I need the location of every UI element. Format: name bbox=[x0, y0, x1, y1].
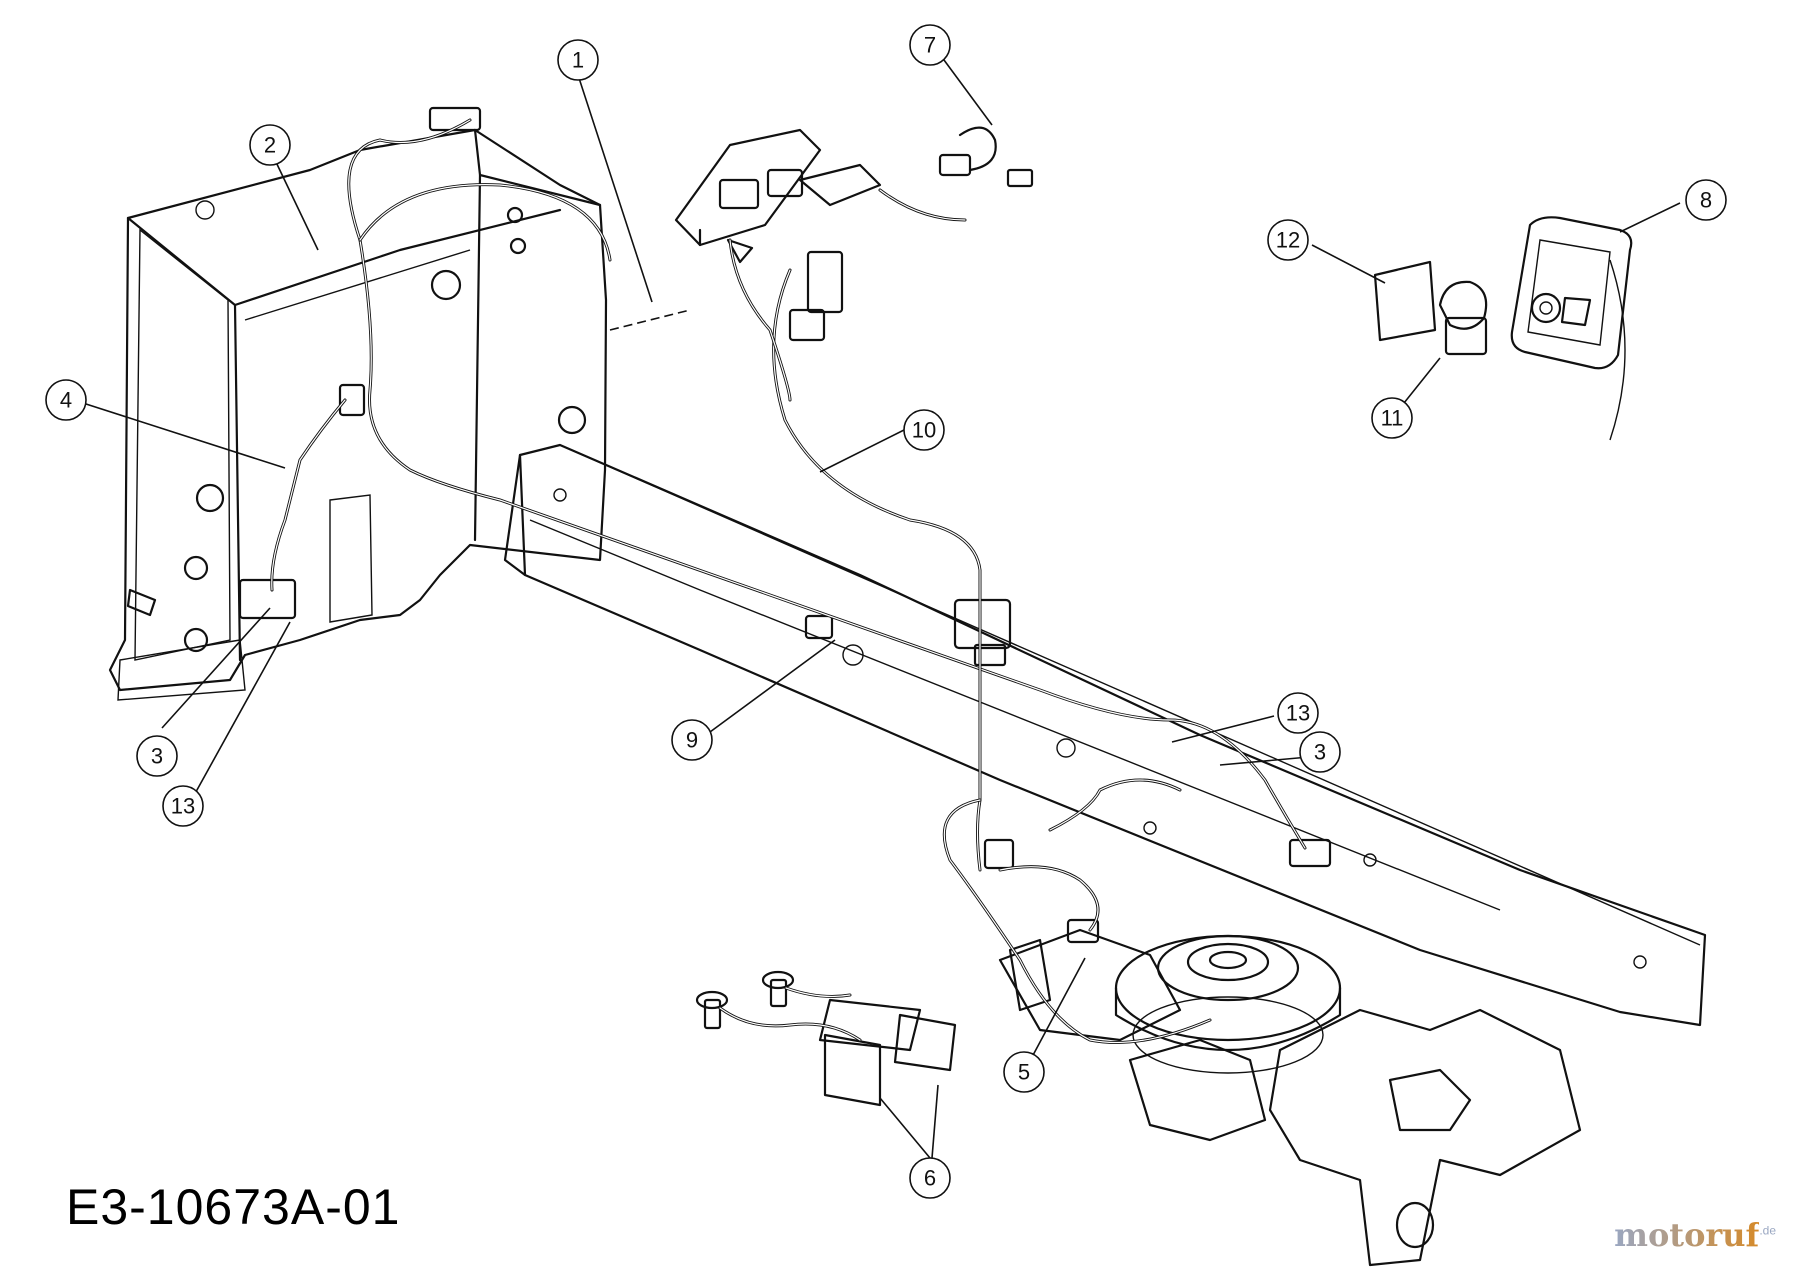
callout-4-label: 4 bbox=[60, 388, 72, 413]
callout-2: 2 bbox=[249, 124, 291, 166]
wiring-harness bbox=[270, 118, 1307, 1044]
callout-3-left-label: 3 bbox=[151, 744, 163, 769]
callout-10-label: 10 bbox=[912, 418, 936, 443]
watermark-logo: motoruf.de bbox=[1614, 1216, 1776, 1254]
sensor-plugs bbox=[695, 970, 957, 1107]
callout-6: 6 bbox=[909, 1157, 951, 1199]
callout-13-right-label: 13 bbox=[1286, 701, 1310, 726]
callout-5: 5 bbox=[1003, 1051, 1045, 1093]
callout-5-label: 5 bbox=[1018, 1060, 1030, 1085]
callout-8: 8 bbox=[1685, 179, 1727, 221]
callout-3-right-label: 3 bbox=[1314, 740, 1326, 765]
ring-terminal-connector bbox=[938, 126, 1034, 188]
rear-frame-panel bbox=[108, 128, 608, 701]
callout-1-label: 1 bbox=[572, 48, 584, 73]
callout-9: 9 bbox=[671, 719, 713, 761]
callout-3-right: 3 bbox=[1299, 731, 1341, 773]
drawing-code: E3-10673A-01 bbox=[66, 1179, 401, 1235]
callout-13-right: 13 bbox=[1277, 692, 1319, 734]
key-switch-panel bbox=[1373, 216, 1633, 441]
ignition-module bbox=[674, 128, 882, 342]
callout-7-label: 7 bbox=[924, 33, 936, 58]
callout-9-label: 9 bbox=[686, 728, 698, 753]
callout-7: 7 bbox=[909, 24, 951, 66]
callout-8-label: 8 bbox=[1700, 188, 1712, 213]
leader-lines bbox=[85, 59, 1681, 1159]
pto-clutch bbox=[1114, 934, 1342, 1074]
front-bracket-assembly bbox=[998, 928, 1582, 1267]
callout-13-left: 13 bbox=[162, 785, 204, 827]
callout-3-left: 3 bbox=[136, 735, 178, 777]
callout-13-left-label: 13 bbox=[171, 794, 195, 819]
callout-1: 1 bbox=[557, 39, 599, 81]
callout-6-label: 6 bbox=[924, 1166, 936, 1191]
callout-2-label: 2 bbox=[264, 133, 276, 158]
callout-10: 10 bbox=[903, 409, 945, 451]
harness-connectors bbox=[338, 106, 1332, 944]
callout-12: 12 bbox=[1267, 219, 1309, 261]
frame-side-rail bbox=[503, 443, 1707, 1027]
callout-11: 11 bbox=[1371, 397, 1413, 439]
callout-12-label: 12 bbox=[1276, 228, 1300, 253]
watermark-suffix: .de bbox=[1759, 1223, 1776, 1238]
callout-4: 4 bbox=[45, 379, 87, 421]
watermark-text: motoruf bbox=[1614, 1216, 1760, 1254]
callout-11-label: 11 bbox=[1381, 406, 1404, 431]
